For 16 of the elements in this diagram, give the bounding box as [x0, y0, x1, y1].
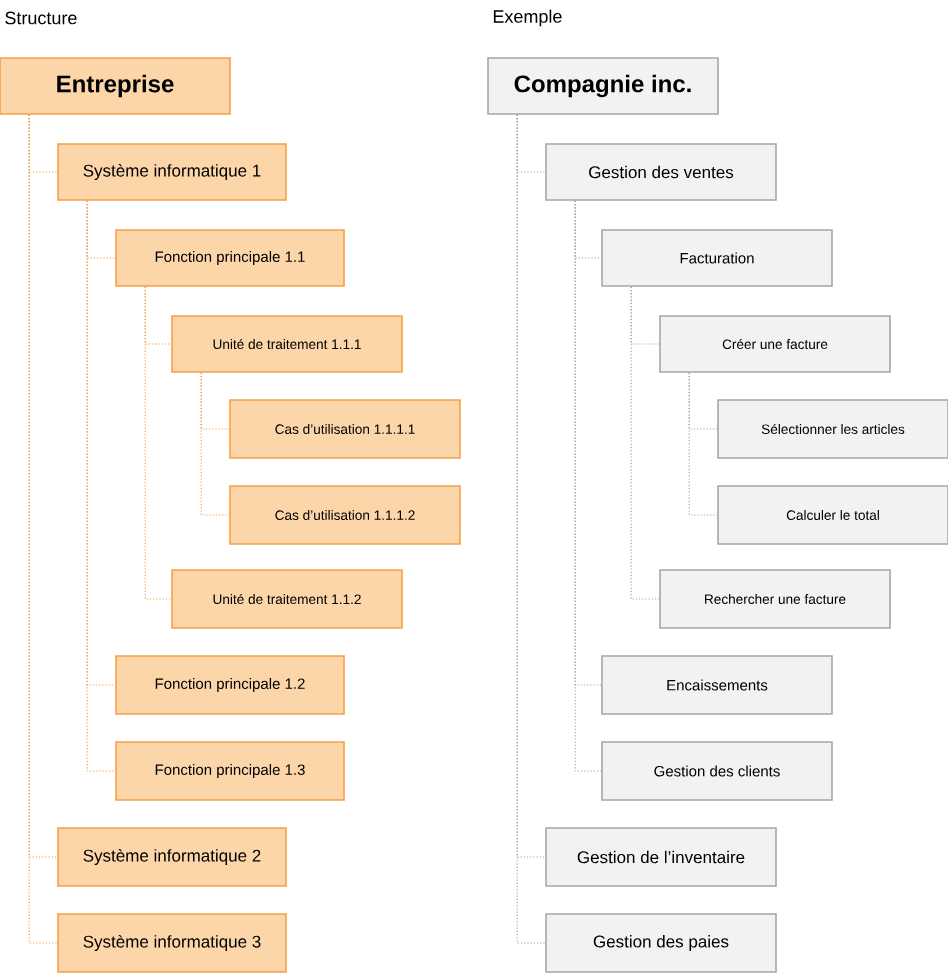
process-box: Gestion de l’inventaire [545, 827, 777, 887]
process-box: Système informatique 1 [57, 143, 287, 201]
connector-line [86, 200, 116, 772]
process-box: Gestion des ventes [545, 143, 777, 201]
root-box: Entreprise [0, 57, 231, 115]
process-box: Système informatique 2 [57, 827, 287, 887]
process-box: Système informatique 3 [57, 913, 287, 973]
connector-line [688, 372, 718, 516]
connector-line [574, 200, 602, 772]
connector-line [200, 372, 230, 516]
section-heading: Structure [5, 11, 77, 25]
process-box: Gestion des paies [545, 913, 777, 973]
connector-line [630, 286, 660, 600]
section-heading: Exemple [493, 9, 562, 27]
root-box: Compagnie inc. [487, 57, 719, 115]
connector-line [144, 286, 172, 600]
